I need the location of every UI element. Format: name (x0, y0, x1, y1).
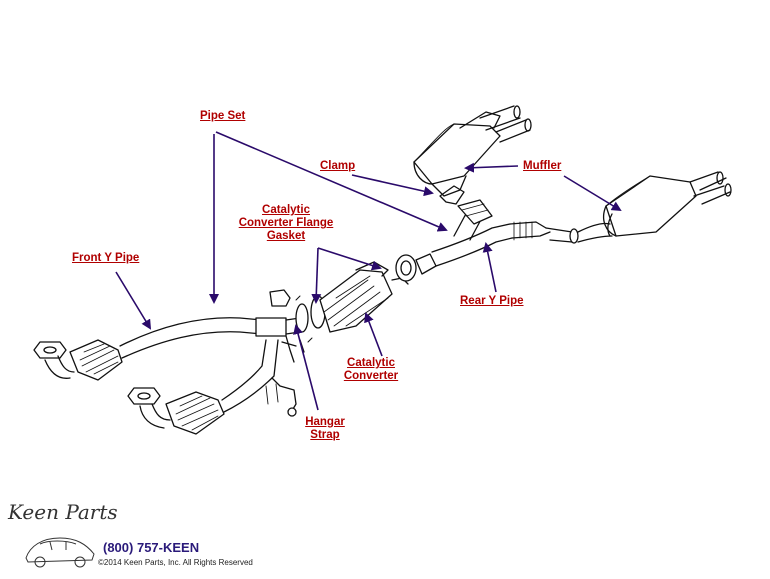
label-catalytic-converter[interactable]: Catalytic Converter (336, 357, 406, 383)
arrow-muffler-upper (464, 162, 519, 173)
arrow-gasket-right (317, 247, 382, 271)
lower-muffler (577, 171, 732, 243)
phone-number[interactable]: (800) 757-KEEN (103, 540, 200, 555)
arrow-pipe-set-rear (215, 131, 448, 232)
label-gasket-line-2: Converter Flange (238, 217, 334, 229)
arrow-catalytic-converter (364, 312, 383, 357)
callout-arrows (115, 131, 622, 411)
rear-y-pipe (431, 185, 579, 267)
arrow-rear-y-pipe (482, 242, 497, 293)
arrow-hangar-strap (293, 324, 319, 411)
exhaust-line-art (33, 105, 732, 435)
front-y-pipe (119, 317, 301, 413)
arrow-muffler-lower (563, 175, 622, 212)
label-pipe-set[interactable]: Pipe Set (200, 110, 246, 122)
copyright: ©2014 Keen Parts, Inc. All Rights Reserv… (98, 558, 253, 567)
catalytic-converter-body (319, 261, 409, 333)
hangar-strap (265, 289, 297, 417)
keen-parts-logo: Keen Parts (8, 500, 118, 524)
front-right-converter (127, 387, 225, 435)
label-gasket-line-1: Catalytic (262, 204, 310, 216)
label-clamp[interactable]: Clamp (320, 160, 356, 172)
label-rear-y-pipe[interactable]: Rear Y Pipe (460, 295, 524, 307)
arrow-front-y-pipe (115, 271, 152, 330)
hanger-bracket-details (281, 335, 305, 363)
label-gasket-line-3: Gasket (266, 230, 306, 242)
front-left-converter (33, 339, 123, 381)
upper-muffler (413, 105, 532, 197)
label-catalytic-converter-flange-gasket[interactable]: Catalytic Converter Flange Gasket (230, 204, 342, 243)
label-converter-line-1: Catalytic (347, 357, 395, 369)
label-hangar-strap[interactable]: Hangar Strap (296, 416, 354, 442)
label-front-y-pipe[interactable]: Front Y Pipe (72, 252, 140, 264)
label-converter-line-2: Converter (343, 370, 399, 382)
arrow-clamp (351, 174, 434, 197)
rear-flange (395, 253, 437, 282)
label-hangar-line-2: Strap (310, 429, 340, 441)
arrow-gasket-down (311, 247, 322, 304)
label-muffler[interactable]: Muffler (523, 160, 562, 172)
keen-parts-logo-car-icon (25, 537, 95, 568)
label-hangar-line-1: Hangar (305, 416, 345, 428)
